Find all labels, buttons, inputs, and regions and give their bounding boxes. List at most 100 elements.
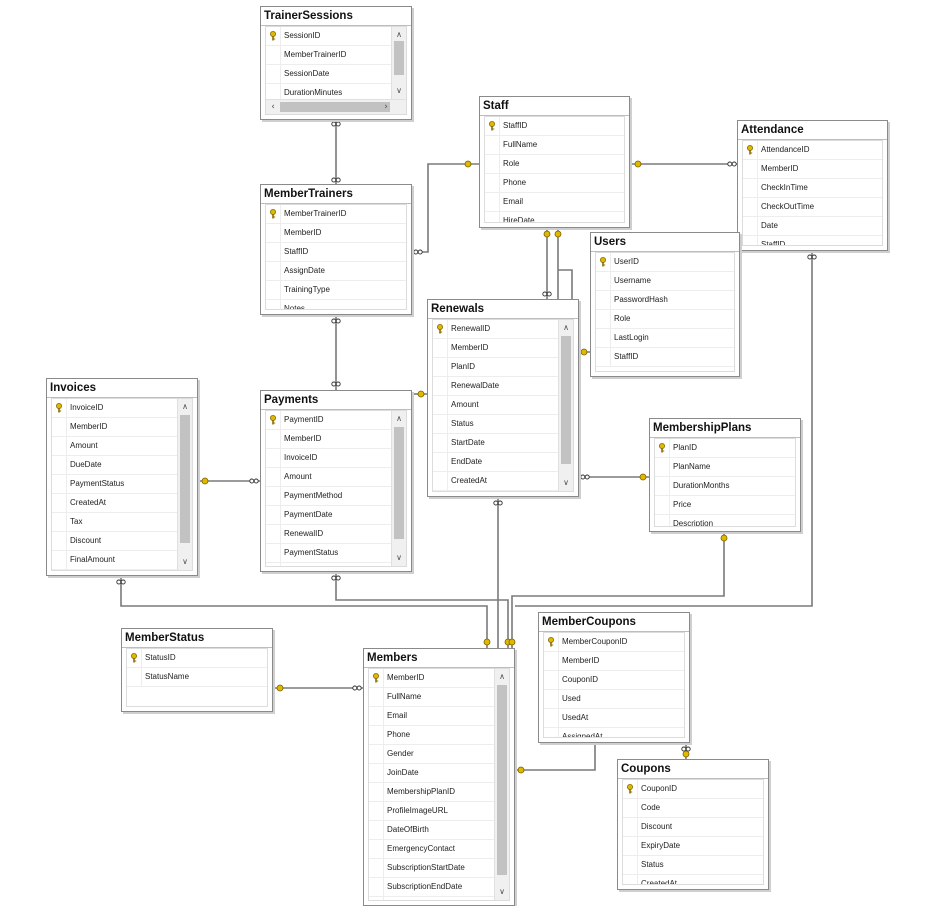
column-row[interactable]: Gender xyxy=(369,745,494,764)
column-row[interactable]: Amount xyxy=(433,396,558,415)
column-row[interactable]: FullName xyxy=(369,688,494,707)
column-row[interactable]: PaymentID xyxy=(266,411,391,430)
column-row[interactable]: RenewalID xyxy=(266,525,391,544)
column-row[interactable]: StatusID xyxy=(369,897,494,900)
relationship-line[interactable] xyxy=(335,572,509,648)
column-row[interactable]: PaymentDate xyxy=(266,506,391,525)
column-row[interactable]: AssignedAt xyxy=(544,728,684,737)
relationship-line[interactable] xyxy=(515,743,596,771)
column-row[interactable]: CouponID xyxy=(623,780,763,799)
column-row[interactable]: Phone xyxy=(369,726,494,745)
column-row[interactable]: CreatedAt xyxy=(623,875,763,884)
column-row[interactable]: CheckInTime xyxy=(743,179,882,198)
column-row[interactable]: Phone xyxy=(485,174,624,193)
column-row[interactable]: InvoiceID xyxy=(266,449,391,468)
scrollbar-thumb[interactable] xyxy=(561,336,571,464)
vertical-scrollbar[interactable]: ∧∨ xyxy=(558,320,573,491)
column-row[interactable]: DurationMonths xyxy=(655,477,795,496)
column-row[interactable]: MemberID xyxy=(266,430,391,449)
column-row[interactable]: StaffID xyxy=(743,236,882,245)
scroll-down-icon[interactable]: ∨ xyxy=(499,887,505,896)
column-row[interactable]: UserID xyxy=(596,253,734,272)
column-row[interactable]: Notes xyxy=(52,570,177,571)
column-row[interactable]: StaffID xyxy=(596,348,734,367)
column-row[interactable]: CreatedBy xyxy=(433,491,558,492)
column-row[interactable]: EmergencyContact xyxy=(369,840,494,859)
scrollbar-thumb[interactable] xyxy=(497,685,507,875)
scroll-down-icon[interactable]: ∨ xyxy=(396,553,402,562)
column-row[interactable]: ExpiryDate xyxy=(623,837,763,856)
column-row[interactable]: DueDate xyxy=(52,456,177,475)
column-row[interactable]: PaymentStatus xyxy=(52,475,177,494)
column-row[interactable]: StaffID xyxy=(485,117,624,136)
column-row[interactable]: DateOfBirth xyxy=(369,821,494,840)
column-row[interactable]: SubscriptionStartDate xyxy=(369,859,494,878)
vertical-scrollbar[interactable]: ∧∨ xyxy=(494,669,509,900)
column-row[interactable]: FullName xyxy=(485,136,624,155)
column-row[interactable]: RenewalDate xyxy=(433,377,558,396)
column-row[interactable]: CreatedAt xyxy=(433,472,558,491)
column-row[interactable]: Discount xyxy=(52,532,177,551)
column-row[interactable]: InvoiceID xyxy=(52,399,177,418)
column-row[interactable]: Status xyxy=(623,856,763,875)
column-row[interactable]: Email xyxy=(485,193,624,212)
column-row[interactable]: SessionID xyxy=(266,27,391,46)
relationship-line[interactable] xyxy=(511,532,725,648)
scroll-left-icon[interactable]: ‹ xyxy=(271,102,275,112)
column-row[interactable]: LastLogin xyxy=(596,329,734,348)
column-row[interactable]: MemberID xyxy=(266,224,406,243)
scroll-down-icon[interactable]: ∨ xyxy=(563,478,569,487)
column-row[interactable]: Code xyxy=(623,799,763,818)
column-row[interactable]: StaffID xyxy=(266,243,406,262)
column-row[interactable]: RenewalID xyxy=(433,320,558,339)
column-row[interactable]: Used xyxy=(544,690,684,709)
column-row[interactable]: MemberID xyxy=(52,418,177,437)
column-row[interactable]: HireDate xyxy=(485,212,624,222)
scroll-up-icon[interactable]: ∧ xyxy=(499,672,505,681)
column-row[interactable]: MemberCouponID xyxy=(544,633,684,652)
column-row[interactable]: TransactionID xyxy=(266,563,391,566)
scroll-up-icon[interactable]: ∧ xyxy=(396,414,402,423)
column-row[interactable]: AttendanceID xyxy=(743,141,882,160)
column-row[interactable]: PlanName xyxy=(655,458,795,477)
column-row[interactable]: StatusName xyxy=(127,668,267,687)
column-row[interactable]: PlanID xyxy=(655,439,795,458)
column-row[interactable]: Email xyxy=(369,707,494,726)
column-row[interactable]: StatusID xyxy=(127,649,267,668)
column-row[interactable]: MemberID xyxy=(433,339,558,358)
column-row[interactable]: MemberID xyxy=(544,652,684,671)
relationship-line[interactable] xyxy=(120,576,488,648)
scrollbar-thumb[interactable] xyxy=(394,427,404,539)
scroll-up-icon[interactable]: ∧ xyxy=(182,402,188,411)
column-row[interactable]: AssignDate xyxy=(266,262,406,281)
vertical-scrollbar[interactable]: ∧∨ xyxy=(391,27,406,99)
vertical-scrollbar[interactable]: ∧∨ xyxy=(177,399,192,570)
column-row[interactable]: Discount xyxy=(623,818,763,837)
scrollbar-thumb[interactable] xyxy=(394,41,404,75)
column-row[interactable]: MembershipPlanID xyxy=(369,783,494,802)
column-row[interactable]: Username xyxy=(596,272,734,291)
scroll-right-icon[interactable]: › xyxy=(384,102,388,112)
column-row[interactable]: Amount xyxy=(266,468,391,487)
column-row[interactable]: EndDate xyxy=(433,453,558,472)
scrollbar-thumb[interactable] xyxy=(280,102,390,112)
column-row[interactable]: PaymentMethod xyxy=(266,487,391,506)
column-row[interactable]: Date xyxy=(743,217,882,236)
column-row[interactable]: StartDate xyxy=(433,434,558,453)
column-row[interactable]: FinalAmount xyxy=(52,551,177,570)
scrollbar-thumb[interactable] xyxy=(180,415,190,543)
column-row[interactable]: Amount xyxy=(52,437,177,456)
column-row[interactable]: Status xyxy=(433,415,558,434)
column-row[interactable]: MemberID xyxy=(369,669,494,688)
column-row[interactable]: Description xyxy=(655,515,795,526)
column-row[interactable]: Role xyxy=(485,155,624,174)
relationship-line[interactable] xyxy=(515,251,813,607)
column-row[interactable]: PlanID xyxy=(433,358,558,377)
scroll-down-icon[interactable]: ∨ xyxy=(396,86,402,95)
column-row[interactable]: TrainingType xyxy=(266,281,406,300)
